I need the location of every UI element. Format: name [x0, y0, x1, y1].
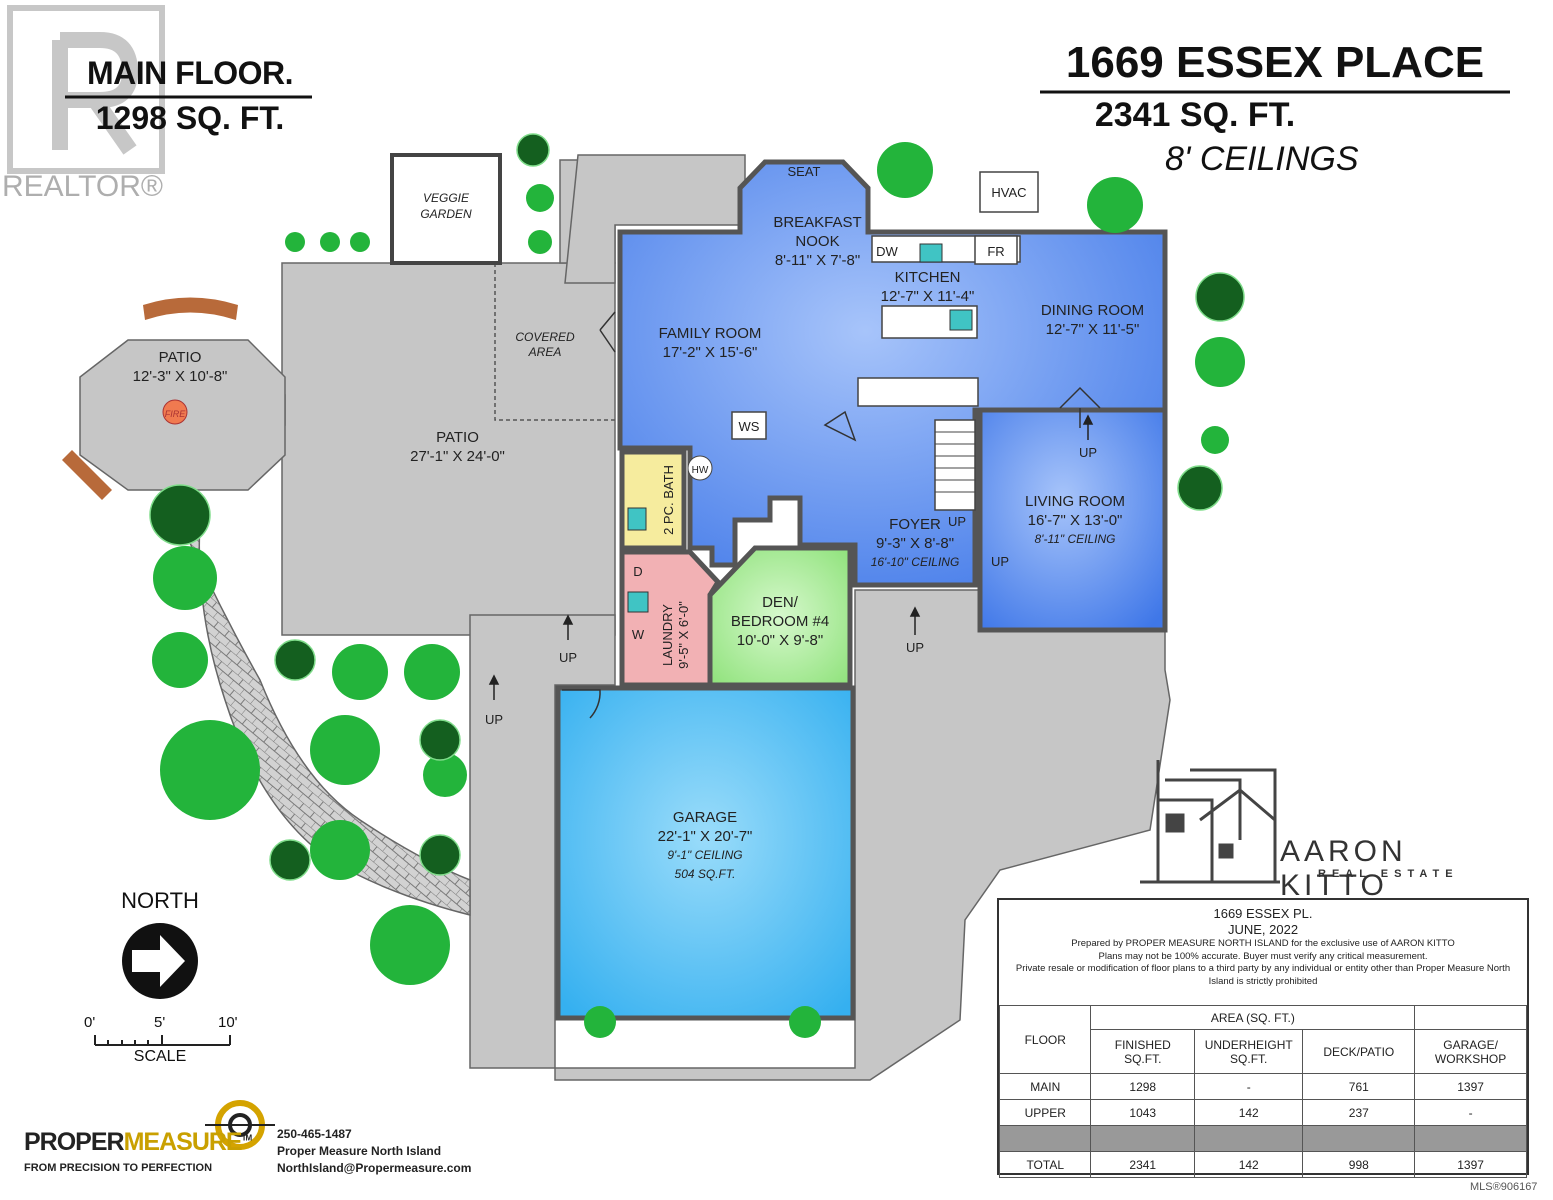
- ws-box: [731, 411, 767, 440]
- covered-area-label: COVERED AREA: [515, 330, 575, 359]
- info-note-3: Private resale or modification of floor …: [1015, 963, 1511, 974]
- scale-tick-5: 5': [154, 1014, 166, 1031]
- house: [555, 159, 1168, 1021]
- bath-label: 2 PC. BATH: [661, 465, 676, 535]
- north-yard: [564, 154, 746, 284]
- stairs: [934, 419, 976, 511]
- living-room-label: LIVING ROOM 16'-7" X 13'-0" 8'-11" CEILI…: [1024, 493, 1125, 546]
- proper-measure-target-icon: [205, 1100, 275, 1150]
- scale-label: SCALE: [133, 1048, 187, 1065]
- info-date: JUNE, 2022: [1227, 922, 1299, 937]
- up-label-3: UP: [905, 640, 925, 655]
- mls-number: MLS®906167: [1470, 1181, 1538, 1193]
- up-label-4: UP: [1078, 445, 1098, 460]
- info-note-2: Plans may not be 100% accurate. Buyer mu…: [1098, 950, 1428, 962]
- floor-label: MAIN FLOOR.: [86, 55, 294, 91]
- hvac-label: HVAC: [991, 185, 1027, 200]
- fridge-slot: [974, 235, 1018, 265]
- total-area: 2341 SQ. FT.: [1094, 96, 1296, 134]
- large-patio-label: PATIO 27'-1" X 24'-0": [410, 429, 505, 465]
- north-label: NORTH: [121, 888, 199, 913]
- contact-email: NorthIsland@Propermeasure.com: [277, 1161, 472, 1175]
- bath-area: [619, 449, 687, 551]
- logo-tagline: FROM PRECISION TO PERFECTION: [24, 1162, 213, 1174]
- driveway: [554, 589, 1171, 1081]
- contact-phone: 250-465-1487: [277, 1127, 352, 1141]
- floor-area: 1298 SQ. FT.: [95, 100, 285, 136]
- living-room-area: [977, 407, 1168, 633]
- up-label-1: UP: [558, 650, 578, 665]
- contact-company: Proper Measure North Island: [277, 1144, 442, 1158]
- col-floor: FLOOR: [998, 1005, 1092, 1074]
- realtor-watermark-text: REALTOR®: [2, 170, 164, 203]
- scale-tick-10: 10': [218, 1014, 238, 1031]
- up-arrows: [488, 414, 1094, 700]
- den-label: DEN/ BEDROOM #4 10'-0" X 9'-8": [730, 594, 830, 649]
- den-area: [707, 545, 853, 688]
- table-row: [998, 1125, 1527, 1152]
- dining-room-label: DINING ROOM 12'-7" X 11'-5": [1040, 302, 1145, 338]
- fridge-label: FR: [987, 244, 1005, 259]
- agent-house-icon: [1140, 760, 1280, 884]
- veggie-garden-label: VEGGIE GARDEN: [420, 191, 472, 221]
- trees: [149, 133, 1245, 1038]
- contact-info: 250-465-1487 Proper Measure North Island…: [277, 1126, 471, 1177]
- curb-block: [62, 450, 112, 500]
- garage-area: [555, 685, 856, 1021]
- agent-subtitle: REAL ESTATE: [1318, 868, 1459, 880]
- col-garage: GARAGE/WORKSHOP: [1414, 1029, 1527, 1074]
- door-swings: [562, 311, 1101, 719]
- washer-label: W: [631, 627, 645, 642]
- up-label-5: UP: [947, 514, 967, 529]
- hw-label: HW: [691, 465, 709, 476]
- laundry-label: LAUNDRY 9'-5" X 6'-0": [660, 601, 691, 669]
- seat-label: SEAT: [787, 164, 821, 179]
- up-label-2: UP: [484, 712, 504, 727]
- agent-name: AARON KITTO: [1280, 835, 1407, 902]
- counter-bottom: [857, 377, 979, 407]
- ceiling-height: 8' CEILINGS: [1165, 140, 1359, 178]
- hvac-box: [979, 171, 1039, 213]
- garage-label: GARAGE 22'-1" X 20'-7" 9'-1" CEILING 504…: [657, 809, 753, 881]
- main-blue-area: [617, 159, 1168, 588]
- up-label-6: UP: [990, 554, 1010, 569]
- stair-lines: [935, 431, 975, 493]
- info-table: 1669 ESSEX PL. JUNE, 2022 Prepared by PR…: [997, 898, 1529, 1178]
- walkway-left: [469, 614, 616, 1069]
- foyer-label: FOYER 9'-3" X 8'-8" 16'-10" CEILING: [870, 516, 960, 569]
- info-note-4: Island is strictly prohibited: [1208, 975, 1318, 987]
- col-area-header: AREA (SQ. FT.): [1090, 1005, 1416, 1030]
- dishwasher-label: DW: [876, 244, 898, 259]
- breakfast-nook-label: BREAKFAST NOOK 8'-11" X 7'-8": [773, 214, 862, 269]
- address-title: 1669 ESSEX PLACE: [1065, 38, 1485, 87]
- scale-bar: [94, 1035, 231, 1046]
- info-title: 1669 ESSEX PL.: [1213, 906, 1313, 921]
- veggie-box: [390, 153, 502, 265]
- ws-label: WS: [738, 419, 760, 434]
- curb-arc: [143, 297, 238, 320]
- kitchen-label: KITCHEN 12'-7" X 11'-4": [880, 269, 975, 305]
- north-arrow-icon: [122, 923, 198, 999]
- fire-pit-label: FIRE: [164, 409, 186, 419]
- proper-measure-logo: PROPERMEASURETM: [24, 1128, 252, 1156]
- dryer-label: D: [633, 564, 643, 579]
- small-patio-label: PATIO 12'-3" X 10'-8": [132, 349, 228, 385]
- realtor-watermark: [7, 5, 165, 174]
- col-deck: DECK/PATIO: [1302, 1029, 1416, 1074]
- family-room-label: FAMILY ROOM 17'-2" X 15'-6": [658, 325, 762, 361]
- fixtures: [390, 153, 1039, 511]
- scale-tick-0: 0': [84, 1014, 96, 1031]
- info-note-1: Prepared by PROPER MEASURE NORTH ISLAND …: [1071, 938, 1455, 949]
- covered-area-dashed: [494, 263, 615, 421]
